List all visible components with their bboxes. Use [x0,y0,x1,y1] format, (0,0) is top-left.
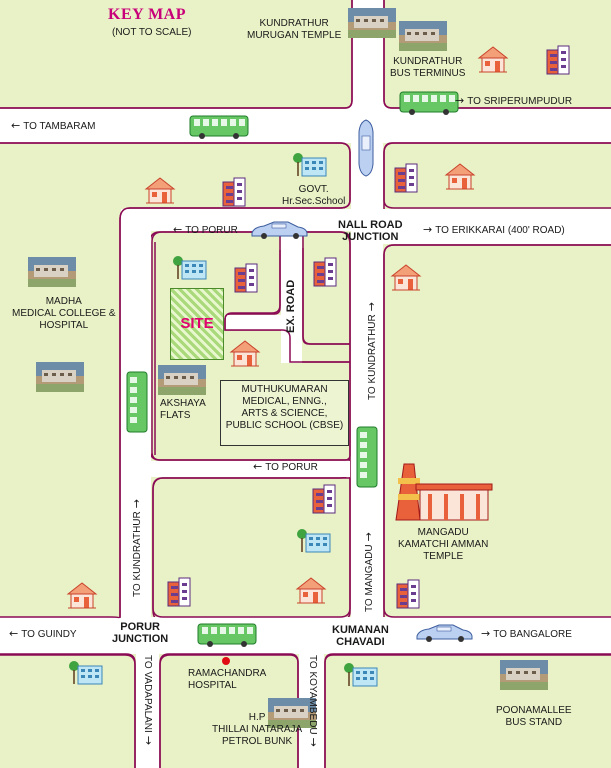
apartment-icon [313,257,337,287]
bus-icon [197,623,257,648]
school-icon [172,255,207,280]
photo-icon [36,362,84,392]
direction-porur-top: ←TO PORUR [173,223,238,237]
house-icon [230,340,260,367]
apartment-icon [396,579,420,609]
direction-guindy: ←TO GUINDY [9,627,77,641]
temple-icon [395,463,493,521]
photo-icon [399,21,447,51]
apartment-icon [394,163,418,193]
direction-mangadu: TO MANGADU→ [362,532,375,612]
direction-tambaram: ←TO TAMBARAM [11,119,96,133]
photo-icon [500,660,548,690]
map-subtitle: (NOT TO SCALE) [112,27,192,38]
car-icon [358,119,374,177]
direction-kundrathur-right: TO KUNDRATHUR→ [365,302,378,400]
apartment-icon [222,177,246,207]
apartment-icon [312,484,336,514]
apartment-icon [234,263,258,293]
apartment-icon [167,577,191,607]
hospital-marker [222,657,230,665]
direction-vadapalani: TO VADAPALANI→ [142,655,155,746]
photo-icon [348,8,396,38]
direction-sriperumpudur: →TO SRIPERUMPUDUR [455,94,573,108]
direction-porur-mid: ←TO PORUR [253,460,318,474]
bus-icon [356,426,378,488]
school-icon [68,660,103,685]
school-icon [343,662,378,687]
site-plot: SITE [170,288,224,360]
photo-icon [158,365,206,395]
direction-erikkarai: →TO ERIKKARAI (400' ROAD) [423,223,565,237]
bus-icon [399,91,459,116]
house-icon [391,264,421,291]
direction-koyambedu: TO KOYAMBEDU→ [307,655,320,747]
bus-icon [126,371,148,433]
landmark-muthukumaran: MUTHUKUMARAN MEDICAL, ENNG., ARTS & SCIE… [220,380,349,446]
school-icon [296,528,331,553]
house-icon [445,163,475,190]
house-icon [67,582,97,609]
bus-icon [189,115,249,140]
direction-bangalore: →TO BANGALORE [481,627,572,641]
road-label-ex-road: EX. ROAD [285,279,297,333]
school-icon [292,152,327,177]
landmark-govt-school: GOVT.Hr.Sec.School [282,184,346,207]
apartment-icon [546,45,570,75]
direction-kundrathur-left: TO KUNDRATHUR→ [130,499,143,597]
map-title: KEY MAP [108,6,187,23]
photo-icon [28,257,76,287]
house-icon [478,46,508,73]
house-icon [296,577,326,604]
house-icon [145,177,175,204]
